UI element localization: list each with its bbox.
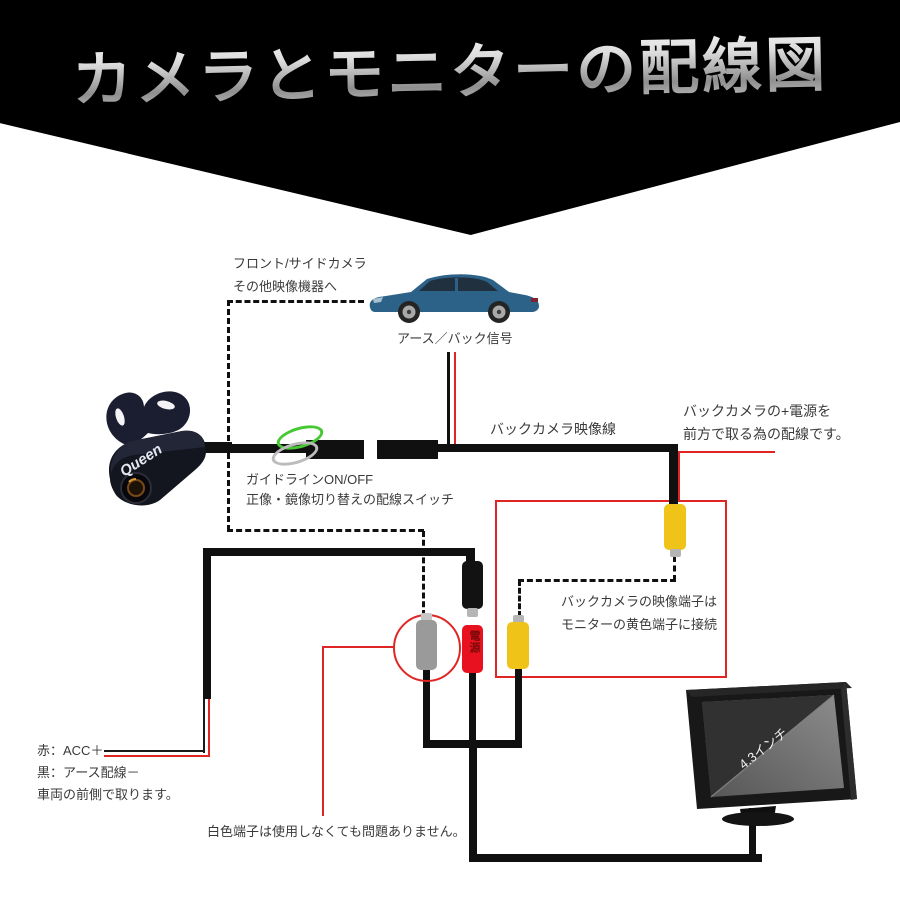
black-rca-plug-tip: [467, 608, 478, 617]
white-terminal-callout-line-v: [322, 646, 324, 816]
car-illustration: [369, 274, 539, 323]
switch-block-2: [377, 440, 438, 459]
car-windows: [419, 277, 498, 291]
guideline-switch-note-line2: 正像・鏡像切り替えの配線スイッチ: [246, 492, 455, 507]
power-callout-line-v: [678, 451, 680, 502]
yellow-terminal-dashed-h: [518, 579, 676, 582]
power-plug-label: 電源: [468, 630, 480, 654]
front-camera-dashed-line-h: [227, 300, 364, 303]
acc-note-line1: 赤：ACC＋: [37, 743, 104, 758]
car-rear-wheel: [488, 301, 510, 323]
power-plug: [462, 625, 483, 673]
video-wire-h: [436, 444, 678, 452]
camera-cable: [192, 444, 310, 453]
monitor-harness-h: [469, 854, 762, 862]
acc-note-line2: 黒：アース配線－: [37, 765, 140, 780]
camera-lens-glint: [128, 478, 137, 483]
camera-bracket-slot-right: [157, 400, 175, 410]
white-terminal-note: 白色端子は使用しなくても問題ありません。: [207, 824, 466, 839]
front-camera-note-line2: その他映像機器へ: [233, 279, 338, 294]
yellow-rca-plug-monitor: [507, 622, 529, 669]
white-rca-plug-tip: [421, 613, 432, 621]
yellow-rca-plug-camera: [664, 504, 686, 550]
car-taillight: [531, 298, 538, 302]
power-wire-left-v: [203, 548, 211, 699]
power-wire-h: [203, 548, 475, 556]
power-callout-line-h: [678, 451, 775, 453]
acc-black-wire-h: [104, 750, 204, 752]
white-rca-plug: [416, 620, 437, 670]
monitor-stand-base: [722, 812, 794, 826]
yellow-plug-wire: [515, 667, 522, 744]
monitor-visor-right: [841, 682, 857, 800]
monitor-cable: [749, 808, 756, 860]
front-camera-dashed-line-h2: [227, 529, 424, 532]
camera-lens-ring: [127, 479, 145, 497]
front-camera-dashed-line-v: [227, 300, 230, 531]
monitor-screen-dark-half: [702, 695, 834, 797]
car-headlight: [373, 297, 383, 303]
camera-bracket-slot-left: [115, 408, 125, 426]
yellow-rca-plug-camera-tip: [670, 549, 681, 557]
car-signal-wire-black: [447, 352, 450, 446]
monitor-screen-diagonal: [710, 694, 835, 798]
yellow-terminal-dashed-v1: [673, 556, 676, 581]
video-terminal-highlight-box: [495, 500, 727, 678]
monitor-harness-v: [469, 742, 477, 862]
video-wire-v: [669, 444, 678, 506]
white-terminal-callout-line-h: [322, 646, 394, 648]
monitor-illustration: 4.3インチ: [686, 682, 857, 826]
yellow-terminal-dashed-v2: [518, 580, 521, 617]
backup-camera-illustration: Queen: [106, 391, 232, 506]
acc-black-wire-v: [203, 697, 205, 753]
yellow-rca-plug-monitor-tip: [513, 615, 524, 623]
front-camera-dashed-line-v2: [422, 531, 425, 616]
black-rca-plug: [462, 561, 483, 609]
car-caption: アース／バック信号: [397, 331, 513, 346]
acc-note-line3: 車両の前側で取ります。: [37, 787, 179, 802]
front-camera-note-line1: フロント/サイドカメラ: [233, 256, 367, 271]
camera-cable-stub: [184, 442, 232, 453]
white-plug-wire: [423, 668, 430, 744]
car-window-divider: [455, 278, 458, 291]
switch-block-1: [306, 440, 364, 459]
car-front-wheel: [398, 301, 420, 323]
power-note-line2: 前方で取る為の配線です。: [683, 426, 850, 442]
power-wire-drop: [466, 550, 475, 564]
video-terminal-note-line2: モニターの黄色端子に接続: [561, 617, 718, 632]
video-terminal-note-line1: バックカメラの映像端子は: [561, 594, 718, 609]
guideline-switch-note-line1: ガイドラインON/OFF: [246, 472, 374, 487]
acc-red-wire-h: [104, 755, 210, 757]
video-line-label: バックカメラ映像線: [490, 421, 616, 437]
acc-red-wire-v: [208, 697, 210, 757]
power-plug-wire: [469, 671, 476, 744]
camera-body-highlight: [110, 430, 205, 473]
power-note-line1: バックカメラの+電源を: [683, 403, 832, 419]
monitor-visor-top: [686, 682, 852, 697]
car-signal-wire-red: [454, 352, 456, 447]
